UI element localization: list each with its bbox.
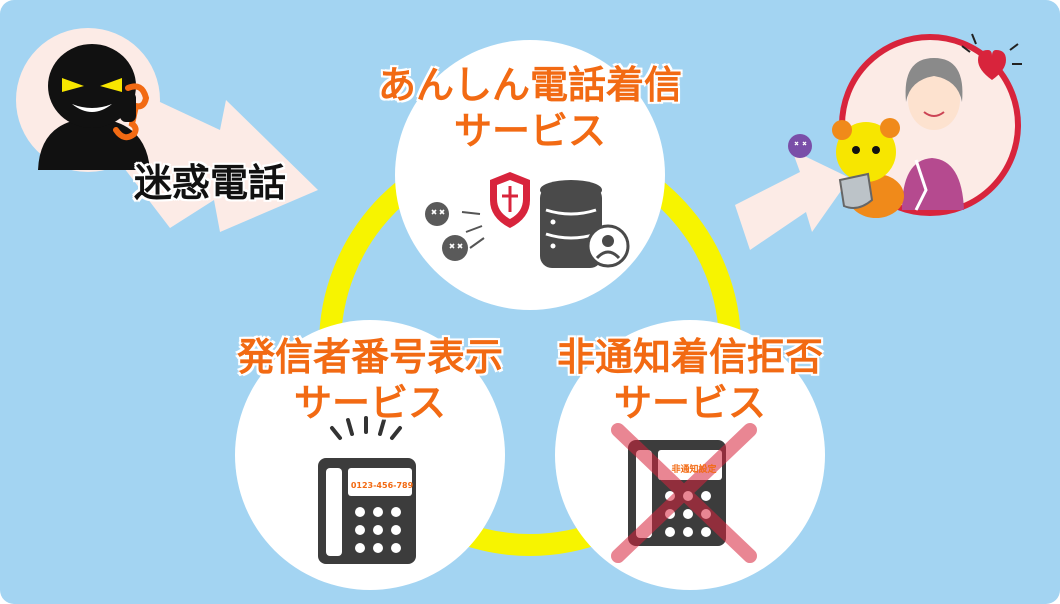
caller-id-service-circle bbox=[235, 320, 505, 590]
caller-id-service-title-line1: 発信者番号表示 bbox=[236, 335, 503, 379]
heart-icon bbox=[961, 33, 1022, 80]
phone-display-number: 0123-456-789 bbox=[350, 481, 414, 490]
anshin-service-title-line1: あんしん電話着信 bbox=[377, 63, 682, 107]
phone-display-setting: 非通知設定 bbox=[671, 465, 717, 475]
database-icon bbox=[540, 180, 602, 268]
elderly-woman-icon bbox=[902, 58, 964, 211]
villain-icon bbox=[16, 28, 160, 172]
virus-icon bbox=[425, 202, 468, 261]
shield-icon bbox=[490, 172, 530, 228]
phone-icon bbox=[318, 416, 416, 564]
virus-icon bbox=[788, 134, 812, 158]
caller-id-service-title: 発信者番号表示 サービス bbox=[200, 334, 540, 426]
user-icon bbox=[586, 224, 630, 268]
anshin-service-title-line2: サービス bbox=[453, 109, 606, 153]
reject-cross-icon bbox=[611, 423, 757, 563]
anshin-service-title: あんしん電話着信 サービス bbox=[330, 62, 730, 154]
anonymous-reject-service-title-line2: サービス bbox=[613, 381, 766, 425]
incoming-call-arrow bbox=[118, 88, 318, 232]
spam-call-label: 迷惑電話 bbox=[134, 161, 287, 205]
caller-id-service-title-line2: サービス bbox=[293, 381, 446, 425]
bear-mascot-icon bbox=[832, 118, 904, 218]
protected-call-arrow bbox=[735, 150, 850, 250]
anonymous-reject-service-title-line1: 非通知着信拒否 bbox=[556, 335, 823, 379]
anonymous-reject-service-title: 非通知着信拒否 サービス bbox=[520, 334, 860, 426]
